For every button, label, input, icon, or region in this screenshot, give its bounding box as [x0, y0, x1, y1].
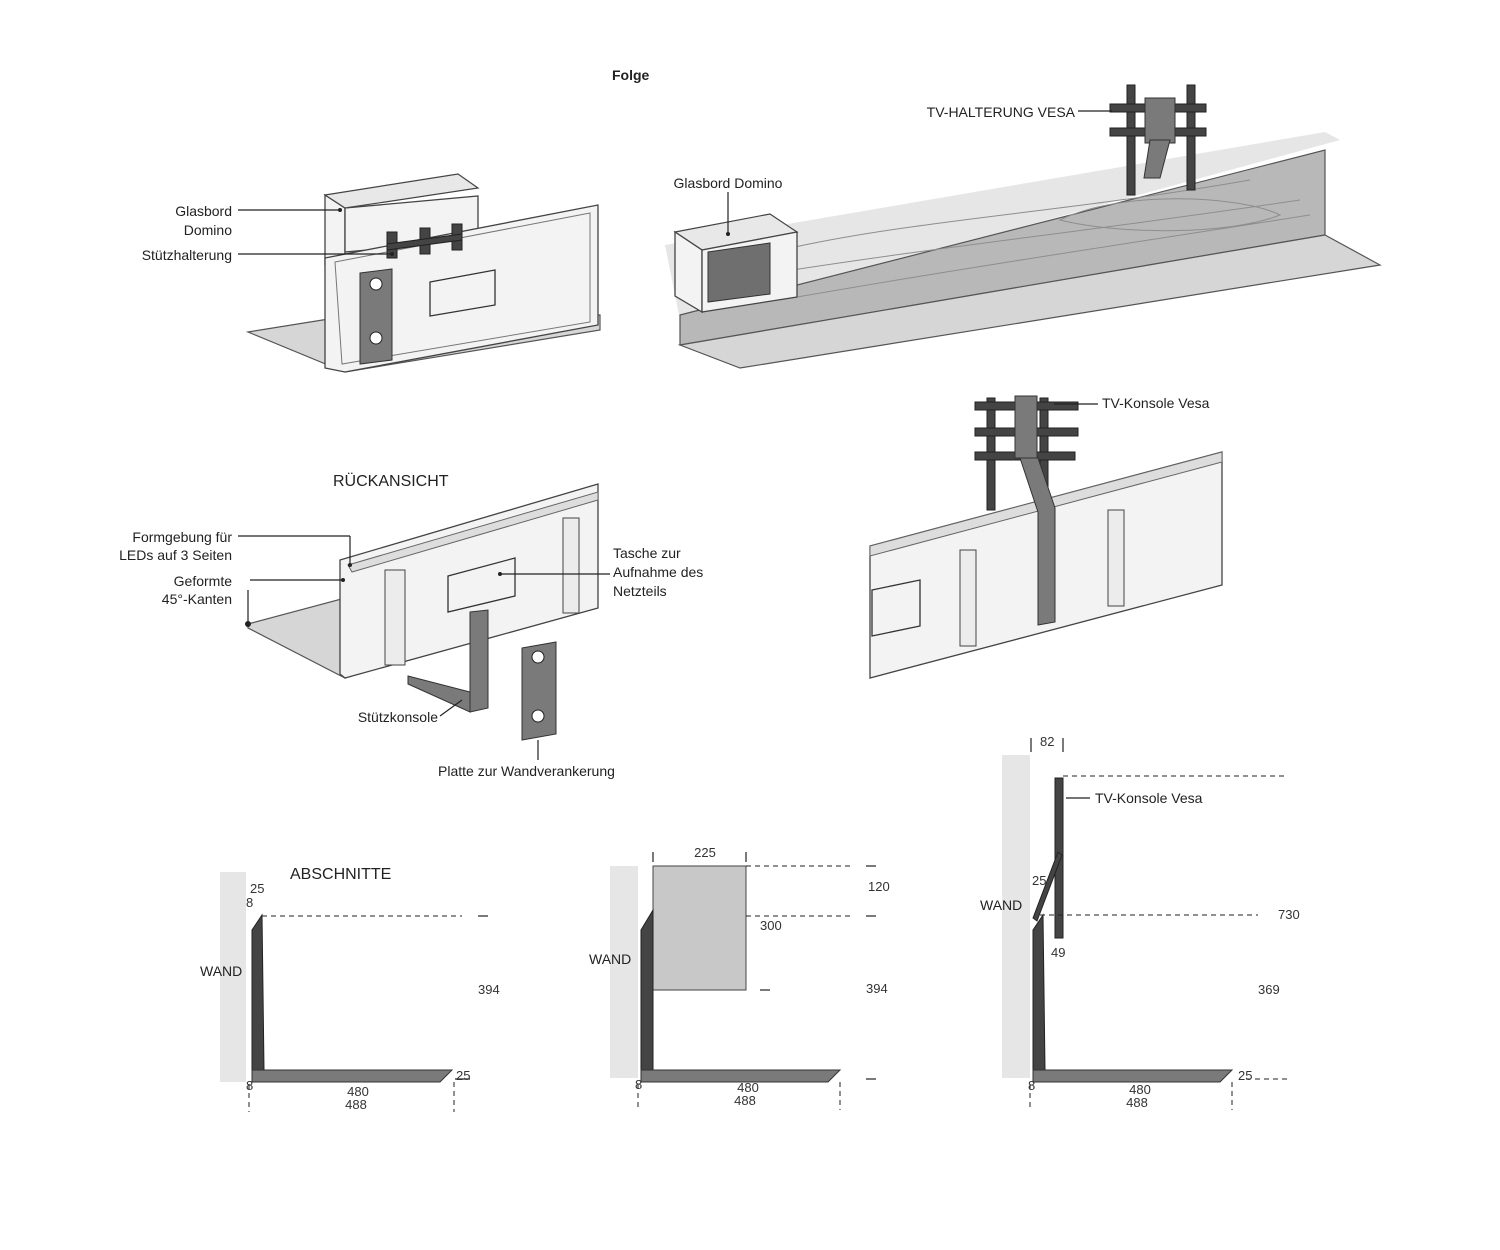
section-1-dim-488: 488 — [345, 1097, 367, 1112]
label-tv-halterung: TV-HALTERUNG VESA — [927, 104, 1076, 120]
label-platte: Platte zur Wandverankerung — [438, 763, 615, 779]
section-2: WAND 225 120 300 394 8 480 488 — [589, 845, 890, 1110]
section-1-dim-25b: 25 — [456, 1068, 470, 1083]
section-2-dim-394: 394 — [866, 981, 888, 996]
label-tv-konsole: TV-Konsole Vesa — [1102, 395, 1210, 411]
label-tasche-3: Netzteils — [613, 583, 667, 599]
support-bracket — [386, 223, 463, 259]
section-2-glasbord — [652, 865, 747, 991]
label-formgebung-1: Formgebung für — [132, 529, 232, 545]
section-2-wall — [610, 866, 638, 1078]
label-glasbord: Glasbord — [175, 203, 232, 219]
wall-plate — [359, 268, 393, 365]
section-3-shelf — [1032, 1069, 1234, 1083]
label-formgebung-2: LEDs auf 3 Seiten — [119, 547, 232, 563]
section-1-dim-25: 25 — [250, 881, 264, 896]
wood-grain — [759, 179, 1311, 301]
section-3-dim-480: 480 — [1129, 1082, 1151, 1097]
wood-shelf — [677, 234, 1382, 369]
glasbord-top — [323, 173, 480, 209]
platte-part — [521, 641, 557, 741]
figure-wood-tv-mount: TV-HALTERUNG VESA Glasbord Domino — [665, 84, 1382, 369]
section-1-shelf — [251, 1069, 454, 1083]
label-stuetzkonsole: Stützkonsole — [358, 709, 438, 725]
section-2-dim-480: 480 — [737, 1080, 759, 1095]
section-2-dim-120: 120 — [868, 879, 890, 894]
section-1-dim-8b: 8 — [246, 1078, 253, 1093]
section-3-wand: WAND — [980, 897, 1022, 913]
label-kanten-2: 45°-Kanten — [162, 591, 232, 607]
label-stuetzhalterung: Stützhalterung — [142, 247, 232, 263]
section-3-dim-25: 25 — [1032, 873, 1046, 888]
label-kanten-1: Geformte — [174, 573, 233, 589]
section-2-dim-488: 488 — [734, 1093, 756, 1108]
top-fragment-text: Folge — [612, 67, 650, 83]
section-1-wand: WAND — [200, 963, 242, 979]
section-1-dim-8: 8 — [246, 895, 253, 910]
section-title: ABSCHNITTE — [290, 866, 391, 883]
section-3-dim-82: 82 — [1040, 734, 1054, 749]
rear-panel — [339, 483, 599, 679]
section-2-dim-225: 225 — [694, 845, 716, 860]
label-domino: Domino — [184, 222, 232, 238]
stuetzkonsole-part — [407, 609, 489, 713]
figure-tv-konsole-rear: TV-Konsole Vesa — [869, 395, 1223, 679]
section-3-dim-25b: 25 — [1238, 1068, 1252, 1083]
section-1: ABSCHNITTE WAND 25 8 394 8 480 488 25 — [200, 866, 500, 1112]
figure-front-glasbord: Glasbord Domino Stützhalterung — [142, 173, 601, 373]
rear-floor — [247, 597, 346, 679]
section-3-dim-8: 8 — [1028, 1078, 1035, 1093]
glasbord-domino-box — [673, 213, 799, 314]
section-2-dim-300: 300 — [760, 918, 782, 933]
label-tasche-2: Aufnahme des — [613, 564, 703, 580]
section-1-wall — [220, 872, 246, 1082]
section-3-dim-369: 369 — [1258, 982, 1280, 997]
section-2-shelf — [640, 1069, 842, 1083]
pocket-cutout — [429, 269, 496, 317]
section-1-dim-394: 394 — [478, 982, 500, 997]
section-3-dim-730: 730 — [1278, 907, 1300, 922]
section-3-konsole-label: TV-Konsole Vesa — [1095, 790, 1203, 806]
section-2-dim-8: 8 — [635, 1077, 642, 1092]
vesa-mount — [1109, 84, 1207, 196]
section-1-dim-480: 480 — [347, 1084, 369, 1099]
section-3-dim-49: 49 — [1051, 945, 1065, 960]
section-3-dim-488: 488 — [1126, 1095, 1148, 1110]
section-3: WAND 82 TV-Konsole Vesa 25 49 730 369 8 … — [980, 734, 1300, 1110]
wall-back — [665, 132, 1340, 320]
rear-pocket — [447, 557, 516, 613]
figure-rear-view: RÜCKANSICHT Formgebung für LEDs auf 3 Se… — [119, 472, 703, 779]
rear-view-title: RÜCKANSICHT — [333, 472, 449, 490]
label-tasche-1: Tasche zur — [613, 545, 681, 561]
label-glasbord-domino: Glasbord Domino — [674, 175, 783, 191]
section-2-wand: WAND — [589, 951, 631, 967]
konsole-mount — [974, 395, 1079, 626]
section-3-wall — [1002, 755, 1030, 1078]
